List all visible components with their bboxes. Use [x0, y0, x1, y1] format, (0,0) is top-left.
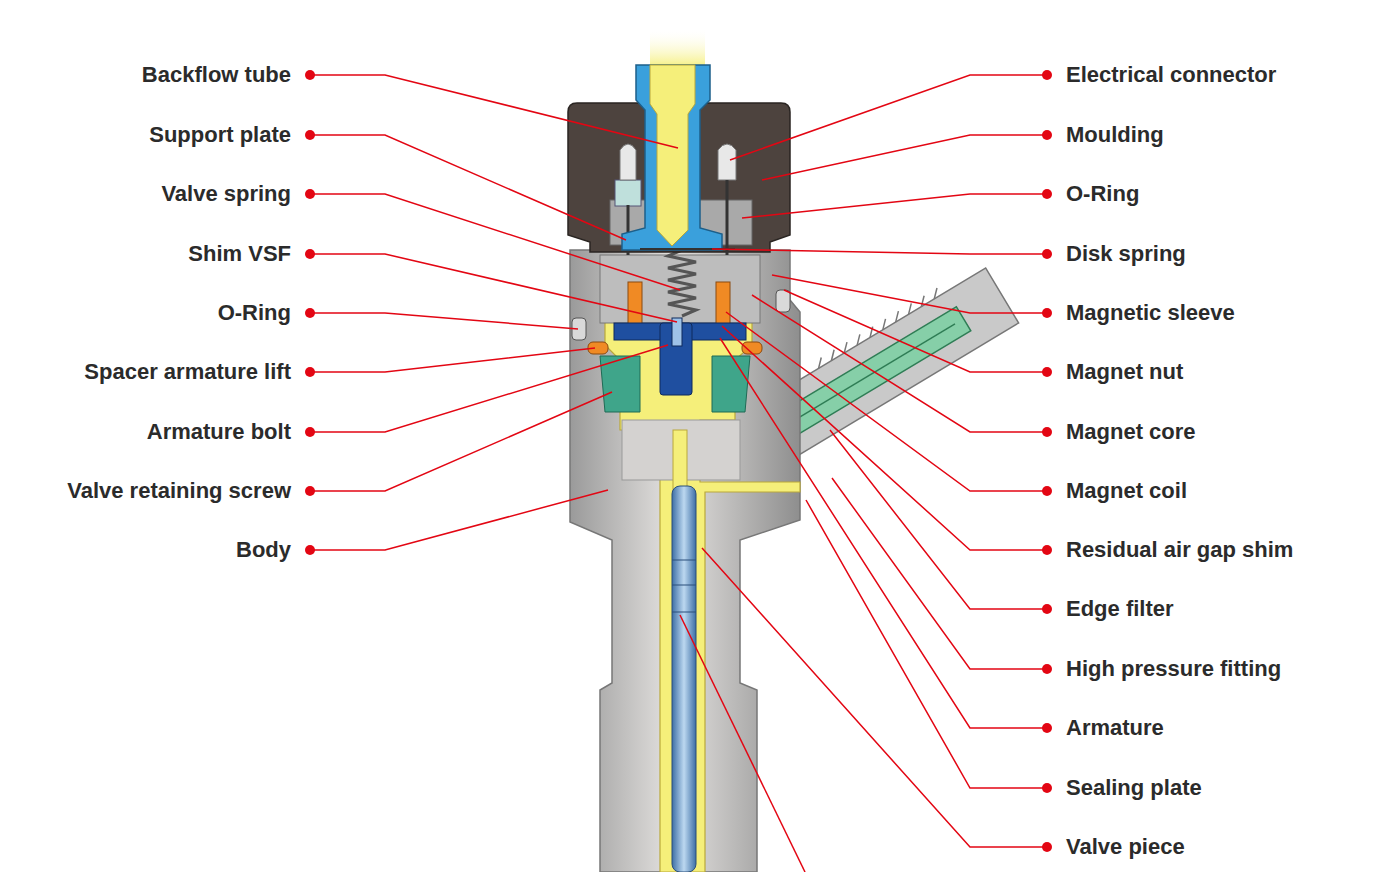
part-label: Magnet coil — [1066, 478, 1187, 504]
part-label: Magnetic sleeve — [1066, 300, 1235, 326]
part-label: Armature — [1066, 715, 1164, 741]
part-label: Shim VSF — [188, 241, 291, 267]
part-label: Magnet nut — [1066, 359, 1183, 385]
part-label: Disk spring — [1066, 241, 1186, 267]
part-label: Support plate — [149, 122, 291, 148]
part-label: Residual air gap shim — [1066, 537, 1293, 563]
part-label: Electrical connector — [1066, 62, 1276, 88]
part-label: O-Ring — [218, 300, 291, 326]
part-label: High pressure fitting — [1066, 656, 1281, 682]
part-label: Backflow tube — [142, 62, 291, 88]
part-label: Sealing plate — [1066, 775, 1202, 801]
part-label: Valve spring — [161, 181, 291, 207]
part-label: Moulding — [1066, 122, 1164, 148]
part-label: O-Ring — [1066, 181, 1139, 207]
part-label: Valve piece — [1066, 834, 1185, 860]
part-label: Body — [236, 537, 291, 563]
part-label: Magnet core — [1066, 419, 1196, 445]
part-label: Spacer armature lift — [84, 359, 291, 385]
part-label: Armature bolt — [147, 419, 291, 445]
part-label: Valve retaining screw — [67, 478, 291, 504]
part-label: Edge filter — [1066, 596, 1174, 622]
